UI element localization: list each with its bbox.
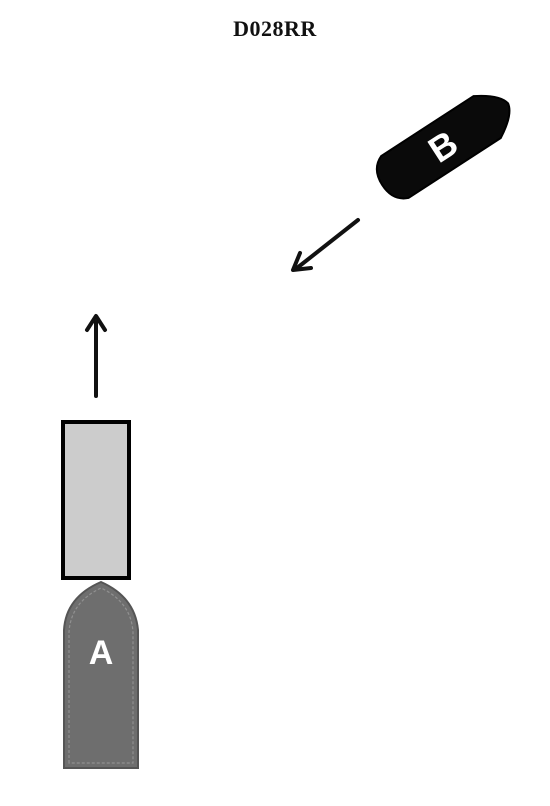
vessel-a-barge — [61, 420, 131, 580]
vessel-a: A — [63, 580, 139, 769]
vessel-b: B — [375, 94, 511, 200]
vessel-a-label: A — [89, 634, 114, 672]
vessel-b-heading-arrow — [291, 218, 360, 272]
diagram-title: D028RR — [233, 16, 317, 41]
vessel-a-heading-arrow — [85, 314, 107, 398]
vessel-b-hull — [375, 94, 511, 200]
vessel-a-hull — [63, 580, 139, 769]
